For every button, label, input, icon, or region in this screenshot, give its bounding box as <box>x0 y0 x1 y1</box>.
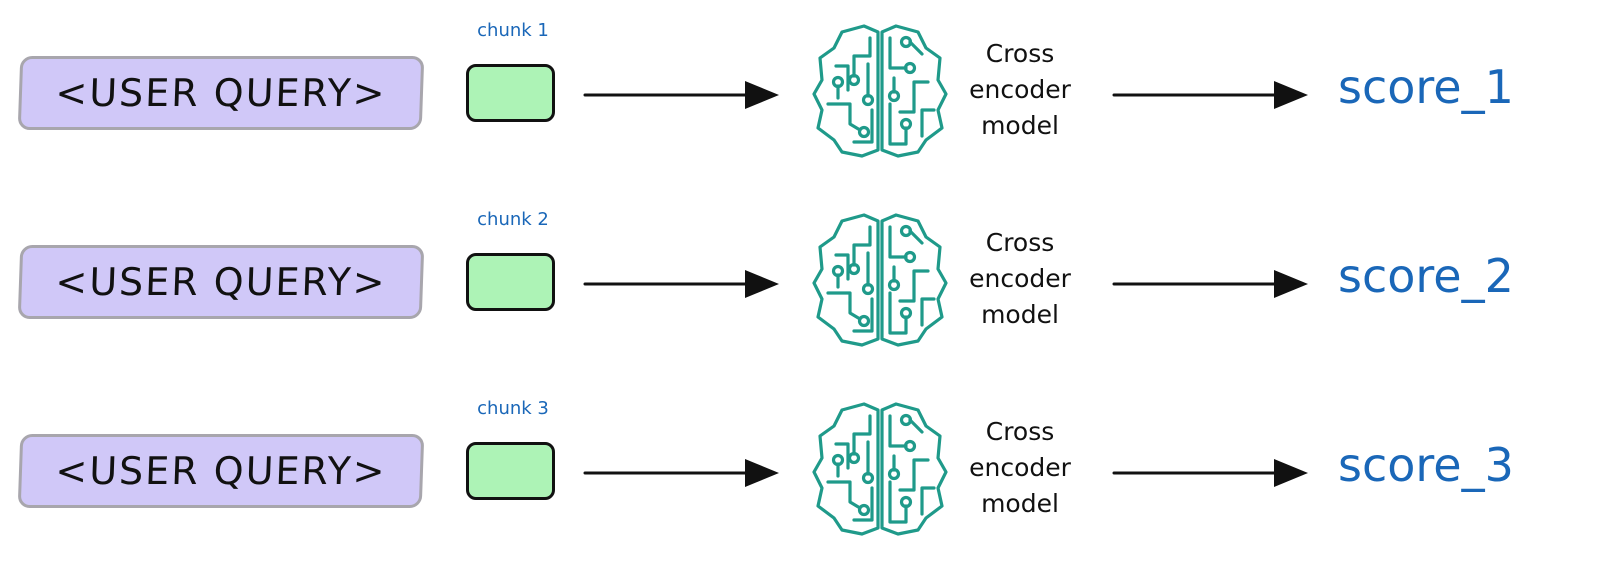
pair-row: <USER QUERY> chunk 3 <box>0 396 1600 536</box>
arrow-right-icon <box>1112 270 1308 298</box>
score-label: score_2 <box>1338 249 1514 303</box>
pair-row: <USER QUERY> chunk 1 <box>0 18 1600 158</box>
user-query-box: <USER QUERY> <box>17 434 425 508</box>
model-label-line: model <box>981 489 1059 518</box>
chunk-box <box>466 442 555 500</box>
arrow-right-icon <box>583 459 779 487</box>
user-query-box: <USER QUERY> <box>17 245 425 319</box>
pair-row: <USER QUERY> chunk 2 <box>0 207 1600 347</box>
arrow-right-icon <box>1112 81 1308 109</box>
arrow-right-icon <box>583 270 779 298</box>
model-label-line: Cross <box>985 39 1055 68</box>
chunk-box <box>466 253 555 311</box>
model-label-line: model <box>981 111 1059 140</box>
model-label-line: encoder <box>969 75 1071 104</box>
chunk-label: chunk 1 <box>477 20 549 41</box>
score-label: score_1 <box>1338 60 1514 114</box>
cross-encoder-model-label: Cross encoder model <box>955 225 1085 333</box>
chunk-label: chunk 2 <box>477 209 549 230</box>
user-query-box: <USER QUERY> <box>17 56 425 130</box>
model-label-line: model <box>981 300 1059 329</box>
model-label-line: Cross <box>985 228 1055 257</box>
chunk-label: chunk 3 <box>477 398 549 419</box>
score-label: score_3 <box>1338 438 1514 492</box>
arrow-right-icon <box>583 81 779 109</box>
brain-circuit-icon <box>812 213 948 347</box>
cross-encoder-model-label: Cross encoder model <box>955 36 1085 144</box>
model-label-line: encoder <box>969 264 1071 293</box>
cross-encoder-model-label: Cross encoder model <box>955 414 1085 522</box>
brain-circuit-icon <box>812 402 948 536</box>
model-label-line: encoder <box>969 453 1071 482</box>
arrow-right-icon <box>1112 459 1308 487</box>
brain-circuit-icon <box>812 24 948 158</box>
chunk-box <box>466 64 555 122</box>
model-label-line: Cross <box>985 417 1055 446</box>
